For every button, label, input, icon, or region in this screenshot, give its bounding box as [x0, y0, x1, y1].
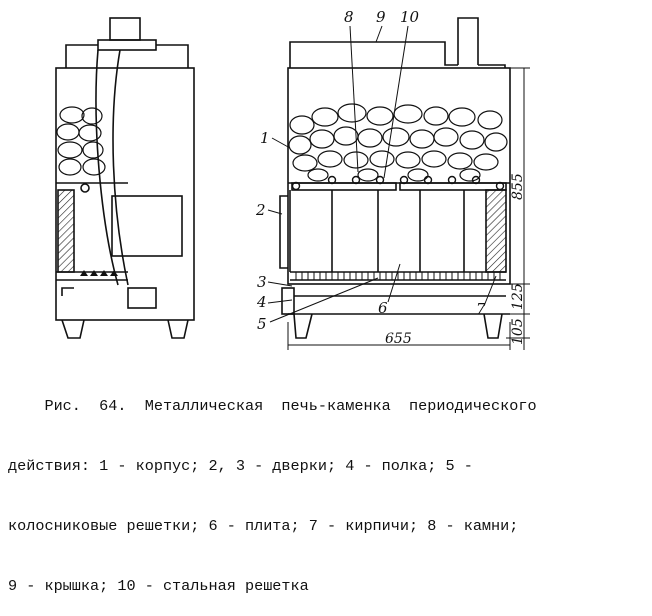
stove-diagram: 1 2 3 4 5 6 7 8 9 10 655 855 125 105	[55, 8, 530, 350]
front-grate	[295, 272, 501, 280]
front-leg-left	[293, 313, 313, 339]
side-cover-right	[156, 44, 189, 68]
leader-10	[383, 25, 409, 179]
front-rods	[291, 175, 505, 191]
callout-6: 6	[378, 299, 388, 317]
side-leg-right	[167, 319, 189, 339]
front-body	[287, 67, 511, 285]
dim-height-bottom-label: 105	[510, 318, 526, 345]
leader-5	[269, 277, 379, 323]
side-body	[55, 67, 195, 321]
side-flue-curve-left	[95, 49, 119, 286]
callouts: 1 2 3 4 5 6 7 8 9 10	[255, 8, 486, 333]
callout-2: 2	[255, 201, 266, 219]
dimension-labels: 655 855 125 105	[385, 173, 526, 347]
side-rod	[80, 183, 90, 193]
side-chimney-cap	[109, 17, 141, 41]
callout-3: 3	[257, 273, 267, 291]
side-bricks	[57, 189, 75, 273]
side-ash-door	[127, 287, 157, 309]
dim-height-mid-label: 125	[510, 283, 526, 310]
callout-1: 1	[260, 129, 270, 147]
caption-line-3: колосниковые решетки; 6 - плита; 7 - кир…	[8, 517, 519, 535]
front-cover	[289, 41, 458, 68]
caption-line-2: действия: 1 - корпус; 2, 3 - дверки; 4 -…	[8, 457, 473, 475]
side-view	[55, 17, 195, 339]
leader-4	[267, 299, 293, 304]
front-chimney	[457, 17, 479, 65]
dimensions	[287, 67, 530, 350]
figure-caption: Рис. 64. Металлическая печь-каменка пери…	[8, 356, 648, 616]
leader-lines	[267, 25, 497, 323]
callout-5: 5	[257, 315, 267, 333]
front-door-2	[279, 195, 288, 269]
callout-10: 10	[400, 8, 420, 26]
side-cover-left	[65, 44, 98, 68]
front-bricks	[485, 189, 507, 273]
leader-7	[483, 275, 497, 307]
leader-1	[271, 137, 291, 149]
side-stones	[56, 106, 106, 176]
caption-line-4: 9 - крышка; 10 - стальная решетка	[8, 577, 309, 595]
leader-3	[267, 281, 293, 287]
leader-8	[349, 25, 359, 173]
leader-9	[375, 25, 383, 43]
side-firebox	[111, 195, 183, 257]
dim-width-label: 655	[385, 331, 412, 347]
side-leg-left	[61, 319, 85, 339]
front-leg-right	[483, 313, 503, 339]
side-flue-curve-right	[112, 49, 129, 286]
leader-6	[387, 263, 401, 303]
callout-9: 9	[376, 8, 386, 26]
caption-line-1: Рис. 64. Металлическая печь-каменка пери…	[8, 397, 537, 415]
front-stones	[288, 103, 508, 182]
side-chimney-base	[97, 39, 157, 51]
leader-2	[267, 209, 283, 215]
callout-4: 4	[256, 293, 267, 311]
dim-height-top-label: 855	[510, 173, 526, 200]
front-view	[279, 17, 511, 339]
side-grate	[80, 270, 118, 276]
callout-8: 8	[344, 8, 354, 26]
callout-7: 7	[476, 300, 486, 318]
